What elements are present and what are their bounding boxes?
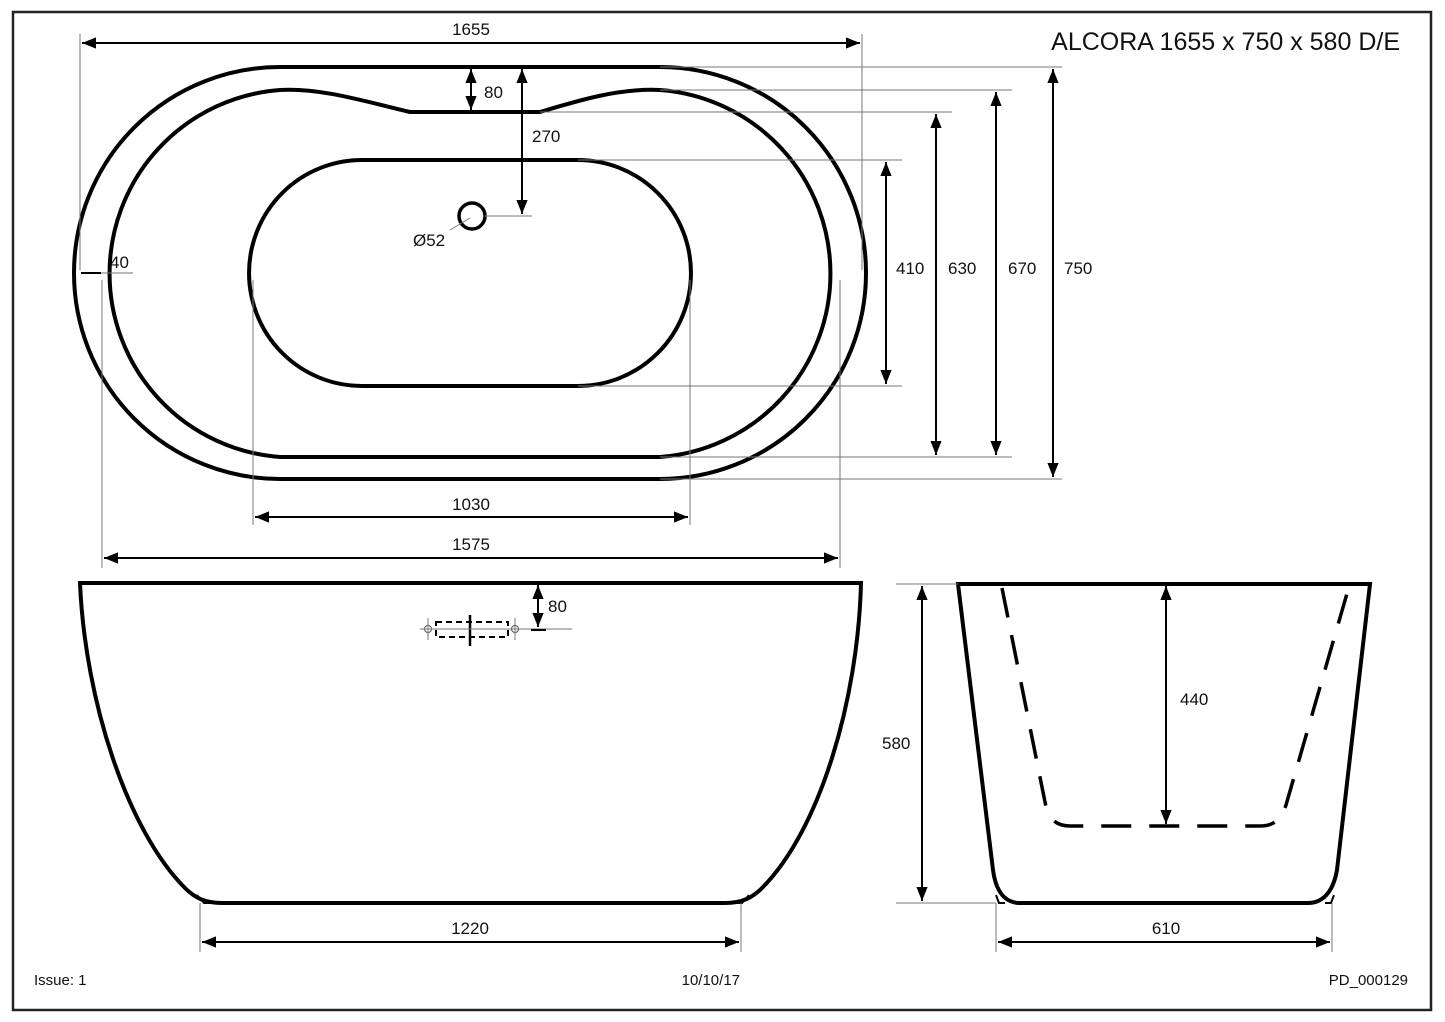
waste-offset-label: 270: [532, 127, 560, 146]
drawing-number-label: PD_000129: [1329, 972, 1408, 989]
overflow-height-label: 80: [548, 597, 567, 616]
rim-thickness-label: 40: [110, 253, 129, 272]
date-label: 10/10/17: [682, 972, 740, 989]
overall-length-label: 1655: [452, 20, 490, 39]
height-label-410: 410: [896, 259, 924, 278]
side-view-outline: [77, 581, 864, 905]
basin-outline: [247, 158, 693, 388]
height-label-670: 670: [1008, 259, 1036, 278]
height-label-630: 630: [948, 259, 976, 278]
side-view: 80 1220: [77, 581, 864, 952]
overflow-icon: [435, 621, 509, 638]
drawing-title: ALCORA 1655 x 750 x 580 D/E: [1051, 28, 1400, 56]
waste-diameter-label: Ø52: [413, 231, 445, 250]
issue-label: Issue: 1: [34, 972, 87, 989]
plan-view: Ø52 1655 80 270 40 410 630 670 750: [72, 20, 1092, 568]
end-view-outline: [955, 582, 1373, 905]
end-view-inner-hidden-line: [1000, 587, 1350, 828]
rim-width-label: 80: [484, 83, 503, 102]
height-label-750: 750: [1064, 259, 1092, 278]
depth-label: 440: [1180, 690, 1208, 709]
basin-length-label: 1030: [452, 495, 490, 514]
waste-outlet-icon: [457, 201, 487, 231]
end-base-width-label: 610: [1152, 919, 1180, 938]
inner-length-label: 1575: [452, 535, 490, 554]
drawing-frame: [11, 10, 1433, 1012]
inner-rim-outline: [107, 87, 833, 459]
height-label: 580: [882, 734, 910, 753]
side-base-length-label: 1220: [451, 919, 489, 938]
outer-rim-outline: [72, 65, 868, 481]
end-view: 440 580 610: [882, 582, 1373, 952]
